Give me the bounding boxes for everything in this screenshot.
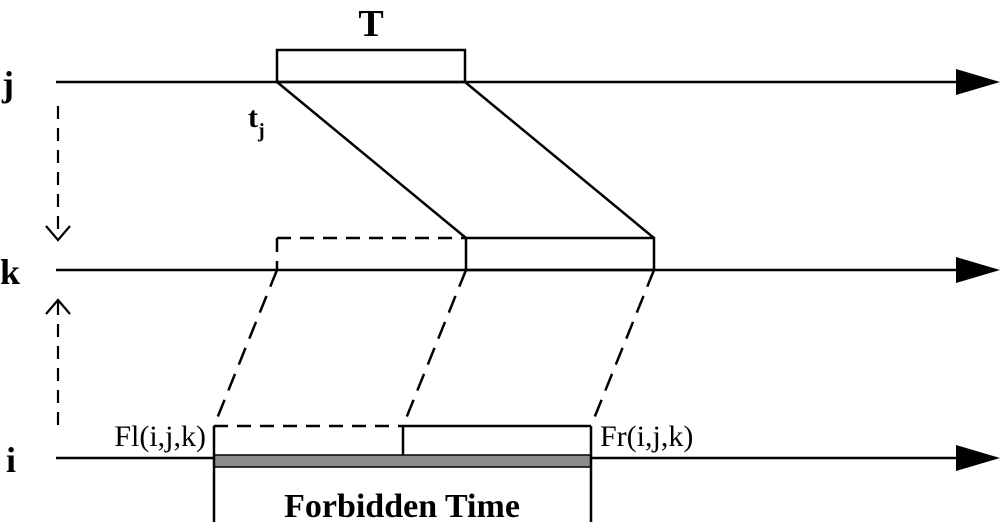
propagation-right-j-k	[464, 81, 655, 239]
window-box-i-solid	[401, 424, 591, 458]
node-label-j: j	[1, 64, 14, 104]
window-box-k-dashed	[275, 236, 466, 270]
forbidden-time-label: Forbidden Time	[284, 488, 520, 522]
window-box-j	[275, 48, 467, 84]
start-time-label: tj	[248, 101, 265, 142]
start-time-subscript: j	[257, 120, 265, 142]
timeline-i-arrowhead	[956, 445, 1000, 471]
left-bound-label: Fl(i,j,k)	[114, 420, 206, 453]
node-label-k: k	[0, 252, 20, 292]
window-label: T	[358, 3, 383, 45]
timeline-k-arrowhead	[956, 257, 1000, 283]
dashed-arrow-i-to-k	[45, 298, 71, 426]
timeline-j	[56, 69, 1000, 95]
forbidden-time-bar	[213, 454, 592, 468]
window-box-k-solid	[464, 236, 656, 272]
dashed-arrow-j-to-k	[45, 106, 71, 242]
node-label-i: i	[6, 440, 16, 480]
propagation-dashed-k-i	[212, 269, 656, 427]
timeline-j-arrowhead	[956, 69, 1000, 95]
right-bound-label: Fr(i,j,k)	[600, 420, 693, 453]
propagation-left-j-k	[276, 81, 467, 239]
